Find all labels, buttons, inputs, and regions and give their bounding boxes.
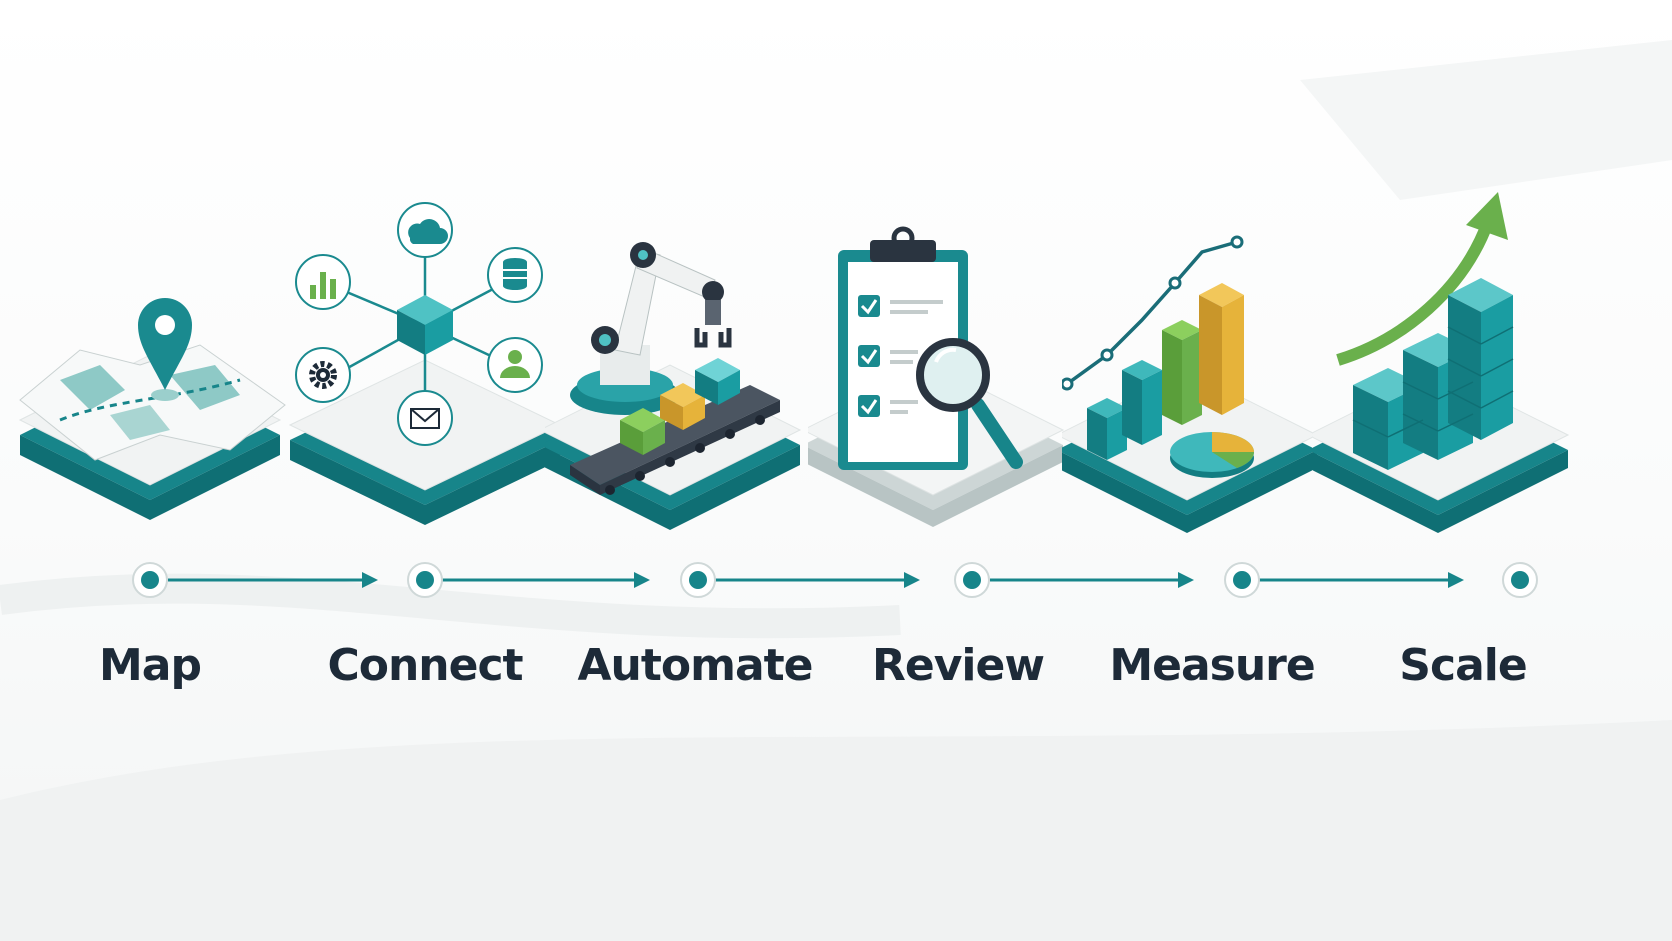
network-hub-icon (275, 150, 575, 570)
timeline (0, 560, 1672, 600)
step-automate: Automate (545, 0, 845, 941)
timeline-node-dot (416, 571, 434, 589)
growth-cubes-icon (1313, 150, 1613, 570)
map-pin-icon (0, 150, 300, 570)
timeline-node-dot (1511, 571, 1529, 589)
step-label: Scale (1313, 640, 1613, 691)
step-label: Map (0, 640, 300, 691)
timeline-node-dot (1233, 571, 1251, 589)
step-map: Map (0, 0, 300, 941)
robot-arm-icon (545, 150, 845, 570)
step-label: Automate (545, 640, 845, 691)
arrow-head-icon (362, 572, 378, 588)
arrow-head-icon (904, 572, 920, 588)
arrow-head-icon (634, 572, 650, 588)
arrow-head-icon (1448, 572, 1464, 588)
timeline-node-dot (963, 571, 981, 589)
arrow-head-icon (1178, 572, 1194, 588)
timeline-node-dot (689, 571, 707, 589)
step-label: Connect (275, 640, 575, 691)
step-connect: Connect (275, 0, 575, 941)
step-scale: Scale (1313, 0, 1613, 941)
timeline-node-dot (141, 571, 159, 589)
